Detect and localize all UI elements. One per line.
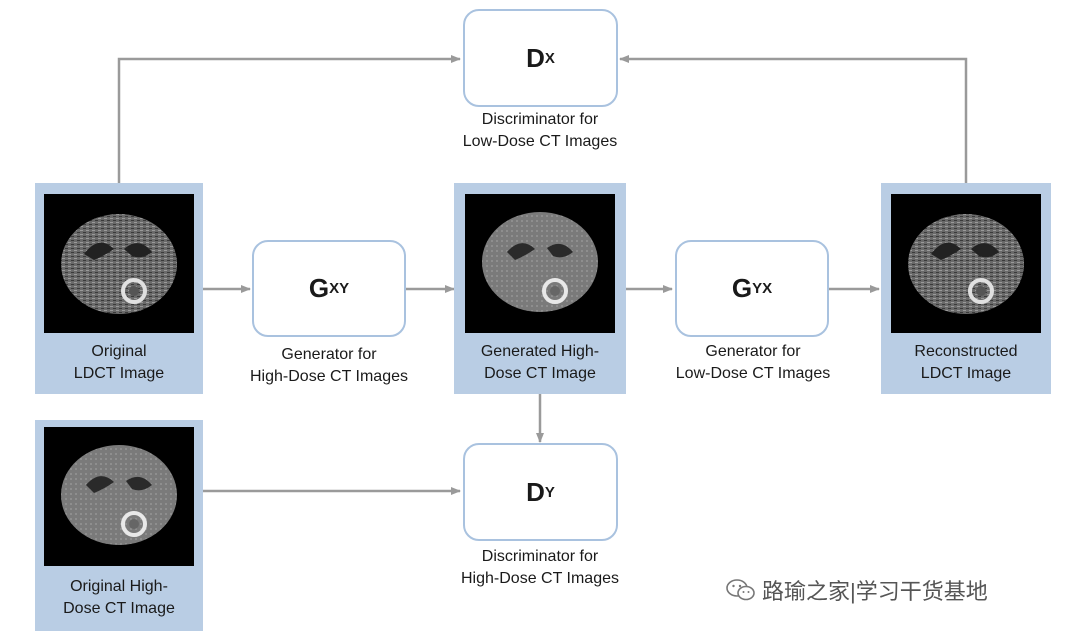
panel-original-ldct: Original LDCT Image [35,183,203,394]
watermark: 路瑜之家|学习干货基地 [726,574,988,606]
dy-caption-line1: Discriminator for [481,548,599,565]
original-hdct-label-line1: Original High- [70,578,168,595]
reconstructed-ldct-label-line1: Reconstructed [914,343,1018,360]
panel-original-hdct: Original High- Dose CT Image [35,420,203,631]
dx-caption-line1: Discriminator for [481,111,599,128]
panel-reconstructed-ldct: Reconstructed LDCT Image [881,183,1051,394]
gxy-main: G [308,273,330,303]
reconstructed-ldct-label-line2: LDCT Image [920,365,1012,382]
dx-caption: Discriminator for Low-Dose CT Images [430,109,650,153]
original-ldct-label-line2: LDCT Image [73,365,165,382]
ldct-scan-image [44,194,194,333]
watermark-text: 路瑜之家|学习干货基地 [762,579,988,604]
dx-sub: X [544,49,555,67]
gyx-sub: YX [752,280,773,297]
original-ldct-label-line1: Original [91,343,147,360]
panel-generated-hdct: Generated High- Dose CT Image [454,183,626,394]
gyx-caption: Generator for Low-Dose CT Images [648,341,858,385]
dy-caption-line2: High-Dose CT Images [461,570,619,587]
arrow-reconstructed-to-dx [619,55,968,183]
generated-hdct-label-line1: Generated High- [480,343,600,360]
generated-hdct-scan-image [465,194,615,333]
dy-caption: Discriminator for High-Dose CT Images [430,546,650,590]
gxy-caption-line1: Generator for [281,346,377,363]
dx-caption-line2: Low-Dose CT Images [462,133,618,150]
gxy-caption: Generator for High-Dose CT Images [219,344,439,388]
gyx-main: G [731,273,753,303]
dy-sub: Y [544,483,555,501]
dx-main: D [526,42,545,73]
gxy-sub: XY [329,280,350,297]
original-hdct-label-line2: Dose CT Image [63,600,175,617]
dy-main: D [526,476,545,507]
generated-hdct-label-line2: Dose CT Image [484,365,596,382]
wechat-icon [726,578,756,602]
gyx-caption-line2: Low-Dose CT Images [675,365,831,382]
reconstructed-ldct-scan-image [891,194,1041,333]
gxy-caption-line2: High-Dose CT Images [250,368,408,385]
arrow-ldct-to-dx [117,55,461,183]
gyx-caption-line1: Generator for [705,343,801,360]
original-hdct-scan-image [44,427,194,566]
